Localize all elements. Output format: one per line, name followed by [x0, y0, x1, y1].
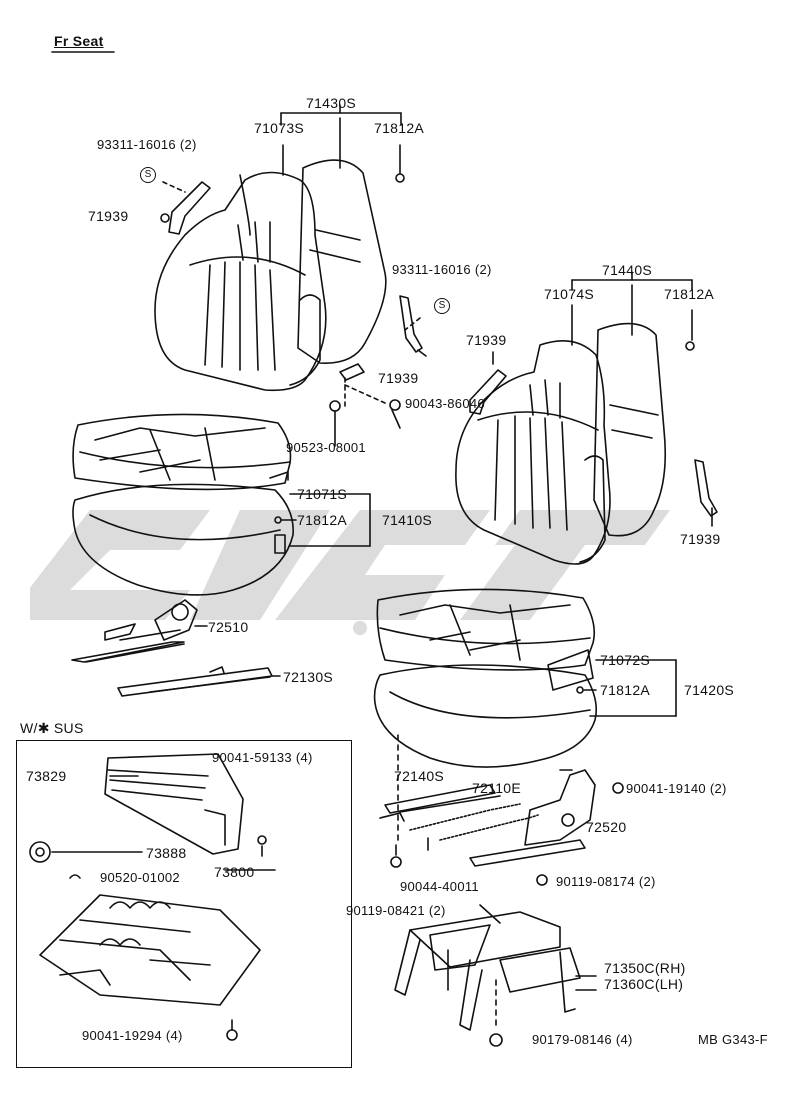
part-label-71073S: 71073S	[254, 120, 305, 136]
suspension-option-box	[16, 740, 352, 1068]
part-label-71410S: 71410S	[382, 512, 433, 528]
part-label-71812A: 71812A	[297, 512, 348, 528]
part-label-71812A: 71812A	[600, 682, 651, 698]
part-label-90041-59133: 90041-59133 (4)	[212, 750, 313, 765]
part-label-90119-08421: 90119-08421 (2)	[346, 903, 446, 918]
part-label-71074S: 71074S	[544, 286, 595, 302]
part-label-72140S: 72140S	[394, 768, 445, 784]
part-label-71939: 71939	[680, 531, 721, 547]
seat-frame	[394, 904, 581, 1031]
part-label-71939: 71939	[466, 332, 507, 348]
part-suffix: (LH)	[654, 976, 684, 992]
part-label-90044-40011: 90044-40011	[400, 879, 479, 894]
diagram-code: MB G343-F	[698, 1032, 768, 1047]
part-label-71360C: 71360C(LH)	[604, 976, 683, 992]
part-label-90043-86046: 90043-86046	[405, 396, 485, 411]
sus-box-title: W/✱ SUS	[20, 720, 84, 736]
part-label-71812A: 71812A	[374, 120, 425, 136]
part-label-72130S: 72130S	[283, 669, 334, 685]
part-label-90041-19294: 90041-19294 (4)	[82, 1028, 183, 1043]
part-label-71939: 71939	[88, 208, 129, 224]
right-seatback	[455, 322, 667, 565]
part-label-71939: 71939	[378, 370, 419, 386]
part-label-90119-08174: 90119-08174 (2)	[556, 874, 656, 889]
part-label-72520: 72520	[586, 819, 627, 835]
part-label-71812A: 71812A	[664, 286, 715, 302]
adjuster-72510	[71, 599, 198, 663]
part-label-71430S: 71430S	[306, 95, 357, 111]
left-seat-cushion	[72, 413, 294, 596]
suspension-frame	[39, 894, 261, 1006]
part-label-73800: 73800	[214, 864, 255, 880]
left-seatback	[154, 159, 387, 392]
s-mark-icon: S	[140, 167, 156, 183]
part-label-72510: 72510	[208, 619, 249, 635]
part-suffix: (RH)	[654, 960, 686, 976]
part-label-71350C: 71350C(RH)	[604, 960, 686, 976]
part-number: 71350C	[604, 960, 655, 976]
part-label-73829: 73829	[26, 768, 67, 784]
part-label-90041-19140: 90041-19140 (2)	[626, 781, 727, 796]
part-label-90523-08001: 90523-08001	[286, 440, 366, 455]
part-label-73888: 73888	[146, 845, 187, 861]
page-title: Fr Seat	[54, 33, 104, 49]
part-label-71420S: 71420S	[684, 682, 735, 698]
part-label-72110E: 72110E	[472, 780, 522, 796]
part-label-71440S: 71440S	[602, 262, 653, 278]
s-mark-icon: S	[434, 298, 450, 314]
part-label-93311-16016: 93311-16016 (2)	[392, 262, 492, 277]
part-number: 71360C	[604, 976, 655, 992]
right-seat-cushion	[373, 588, 598, 768]
part-label-93311-16016: 93311-16016 (2)	[97, 137, 197, 152]
part-label-71072S: 71072S	[600, 652, 651, 668]
part-label-71071S: 71071S	[297, 486, 348, 502]
part-label-90520-01002: 90520-01002	[100, 870, 180, 885]
part-label-90179-08146: 90179-08146 (4)	[532, 1032, 633, 1047]
